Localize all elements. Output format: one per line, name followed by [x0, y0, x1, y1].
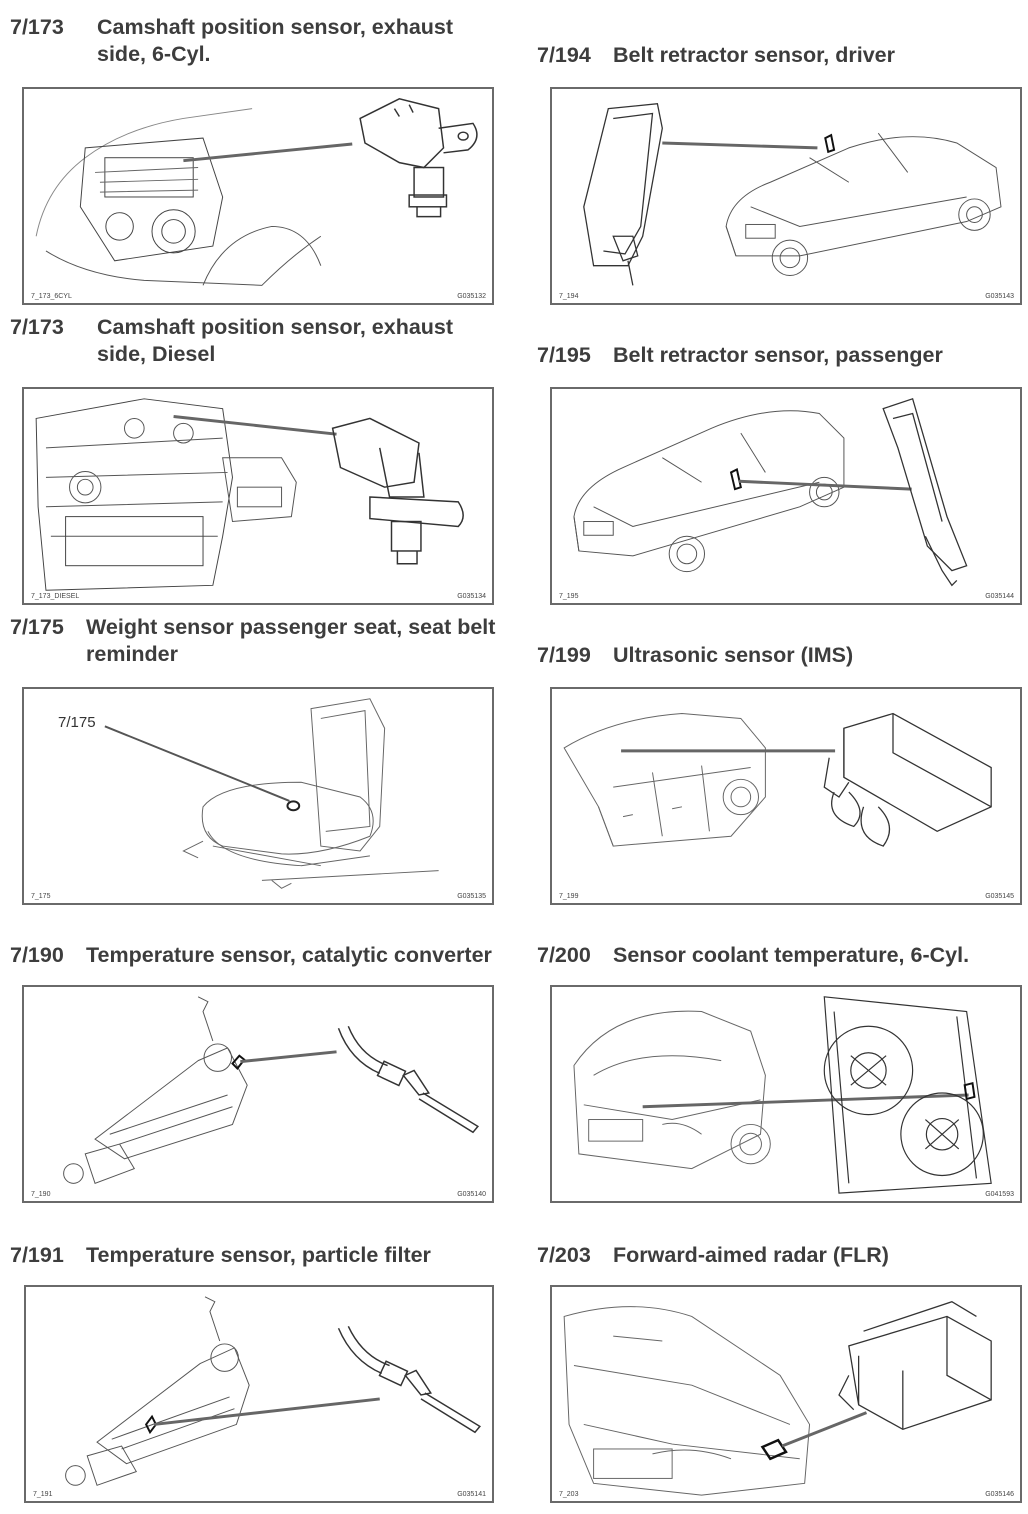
- belt-retractor-passenger-illustration: [573, 398, 968, 587]
- entry-title: Ultrasonic sensor (IMS): [613, 643, 854, 667]
- callout-label: 7/175: [58, 714, 96, 731]
- figure-code-right: G035144: [985, 593, 1014, 600]
- entry-title: Temperature sensor, catalytic converter: [86, 943, 492, 967]
- entry-number: 7/191: [10, 1243, 64, 1267]
- entry-7-194: 7/194 Belt retractor sensor, driver 7_19…: [537, 42, 1027, 306]
- figure-code-right: G035134: [457, 593, 486, 600]
- radar-sensor-illustration: [563, 1301, 992, 1496]
- figure-code-right: G035145: [985, 893, 1014, 900]
- figure-code-left: 7_190: [31, 1191, 51, 1198]
- catalytic-temp-sensor-illustration: [63, 996, 480, 1184]
- entry-number: 7/190: [10, 943, 64, 967]
- entry-title: Belt retractor sensor, passenger: [613, 343, 943, 367]
- entry-number: 7/195: [537, 343, 591, 367]
- entry-7-195: 7/195 Belt retractor sensor, passenger 7…: [537, 342, 1027, 606]
- entry-number: 7/194: [537, 43, 591, 67]
- illustration-panel: 7_194 G035143: [550, 87, 1022, 305]
- camshaft-sensor-diesel-illustration: [35, 398, 464, 591]
- illustration-panel: 7_190 G035140: [22, 985, 494, 1203]
- figure-code-left: 7_173_DIESEL: [31, 593, 80, 600]
- entry-title: Camshaft position sensor, exhaust side, …: [97, 15, 454, 66]
- figure-code-right: G035135: [457, 893, 486, 900]
- entry-7-173-6cyl: 7/173 Camshaft position sensor, exhaust …: [10, 14, 500, 306]
- entry-title: Sensor coolant temperature, 6-Cyl.: [613, 943, 970, 967]
- figure-code-right: G035143: [985, 293, 1014, 300]
- illustration-panel: 7_199 G035145: [550, 687, 1022, 905]
- illustration-panel: 7/175 7_175 G035135: [22, 687, 494, 905]
- figure-code-right: G035140: [457, 1191, 486, 1198]
- entry-number: 7/199: [537, 643, 591, 667]
- figure-code-right: G035132: [457, 293, 486, 300]
- entry-title: Weight sensor passenger seat, seat belt …: [86, 615, 496, 666]
- figure-code-left: 7_175: [31, 893, 51, 900]
- illustration-panel: 7_173_6CYL G035132: [22, 87, 494, 305]
- ultrasonic-sensor-illustration: [563, 712, 992, 847]
- entry-number: 7/203: [537, 1243, 591, 1267]
- entry-7-190: 7/190 Temperature sensor, catalytic conv…: [10, 942, 500, 1204]
- illustration-panel: 7_195 G035144: [550, 387, 1022, 605]
- figure-code-right: G041593: [985, 1191, 1014, 1198]
- entry-title: Belt retractor sensor, driver: [613, 43, 896, 67]
- entry-7-173-diesel: 7/173 Camshaft position sensor, exhaust …: [10, 314, 500, 606]
- figure-code-left: 7_203: [559, 1491, 579, 1498]
- entry-number: 7/173: [10, 315, 64, 339]
- entry-title: Forward-aimed radar (FLR): [613, 1243, 889, 1267]
- coolant-temp-sensor-illustration: [573, 996, 992, 1194]
- belt-retractor-driver-illustration: [583, 103, 1002, 286]
- figure-code-left: 7_195: [559, 593, 579, 600]
- entry-number: 7/175: [10, 615, 64, 639]
- illustration-panel: 7_191 G035141: [24, 1285, 494, 1503]
- figure-code-left: 7_199: [559, 893, 579, 900]
- figure-code-left: 7_173_6CYL: [31, 293, 72, 300]
- figure-code-left: 7_194: [559, 293, 579, 300]
- particle-filter-sensor-illustration: [65, 1296, 481, 1486]
- entry-7-199: 7/199 Ultrasonic sensor (IMS) 7_199 G035…: [537, 642, 1027, 906]
- illustration-panel: 7_173_DIESEL G035134: [22, 387, 494, 605]
- figure-code-left: 7_191: [33, 1491, 53, 1498]
- entry-7-175: 7/175 Weight sensor passenger seat, seat…: [10, 614, 500, 906]
- entry-7-203: 7/203 Forward-aimed radar (FLR) 7_203 G0…: [537, 1242, 1027, 1504]
- camshaft-sensor-6cyl-illustration: [35, 98, 478, 286]
- entry-title: Camshaft position sensor, exhaust side, …: [97, 315, 454, 366]
- entry-number: 7/173: [10, 15, 64, 39]
- figure-code-right: G035146: [985, 1491, 1014, 1498]
- entry-7-200: 7/200 Sensor coolant temperature, 6-Cyl.: [537, 942, 1027, 1204]
- illustration-panel: G041593: [550, 985, 1022, 1203]
- illustration-panel: 7_203 G035146: [550, 1285, 1022, 1503]
- entry-7-191: 7/191 Temperature sensor, particle filte…: [10, 1242, 500, 1504]
- seat-weight-sensor-illustration: [104, 698, 439, 889]
- entry-number: 7/200: [537, 943, 591, 967]
- entry-title: Temperature sensor, particle filter: [86, 1243, 431, 1267]
- figure-code-right: G035141: [457, 1491, 486, 1498]
